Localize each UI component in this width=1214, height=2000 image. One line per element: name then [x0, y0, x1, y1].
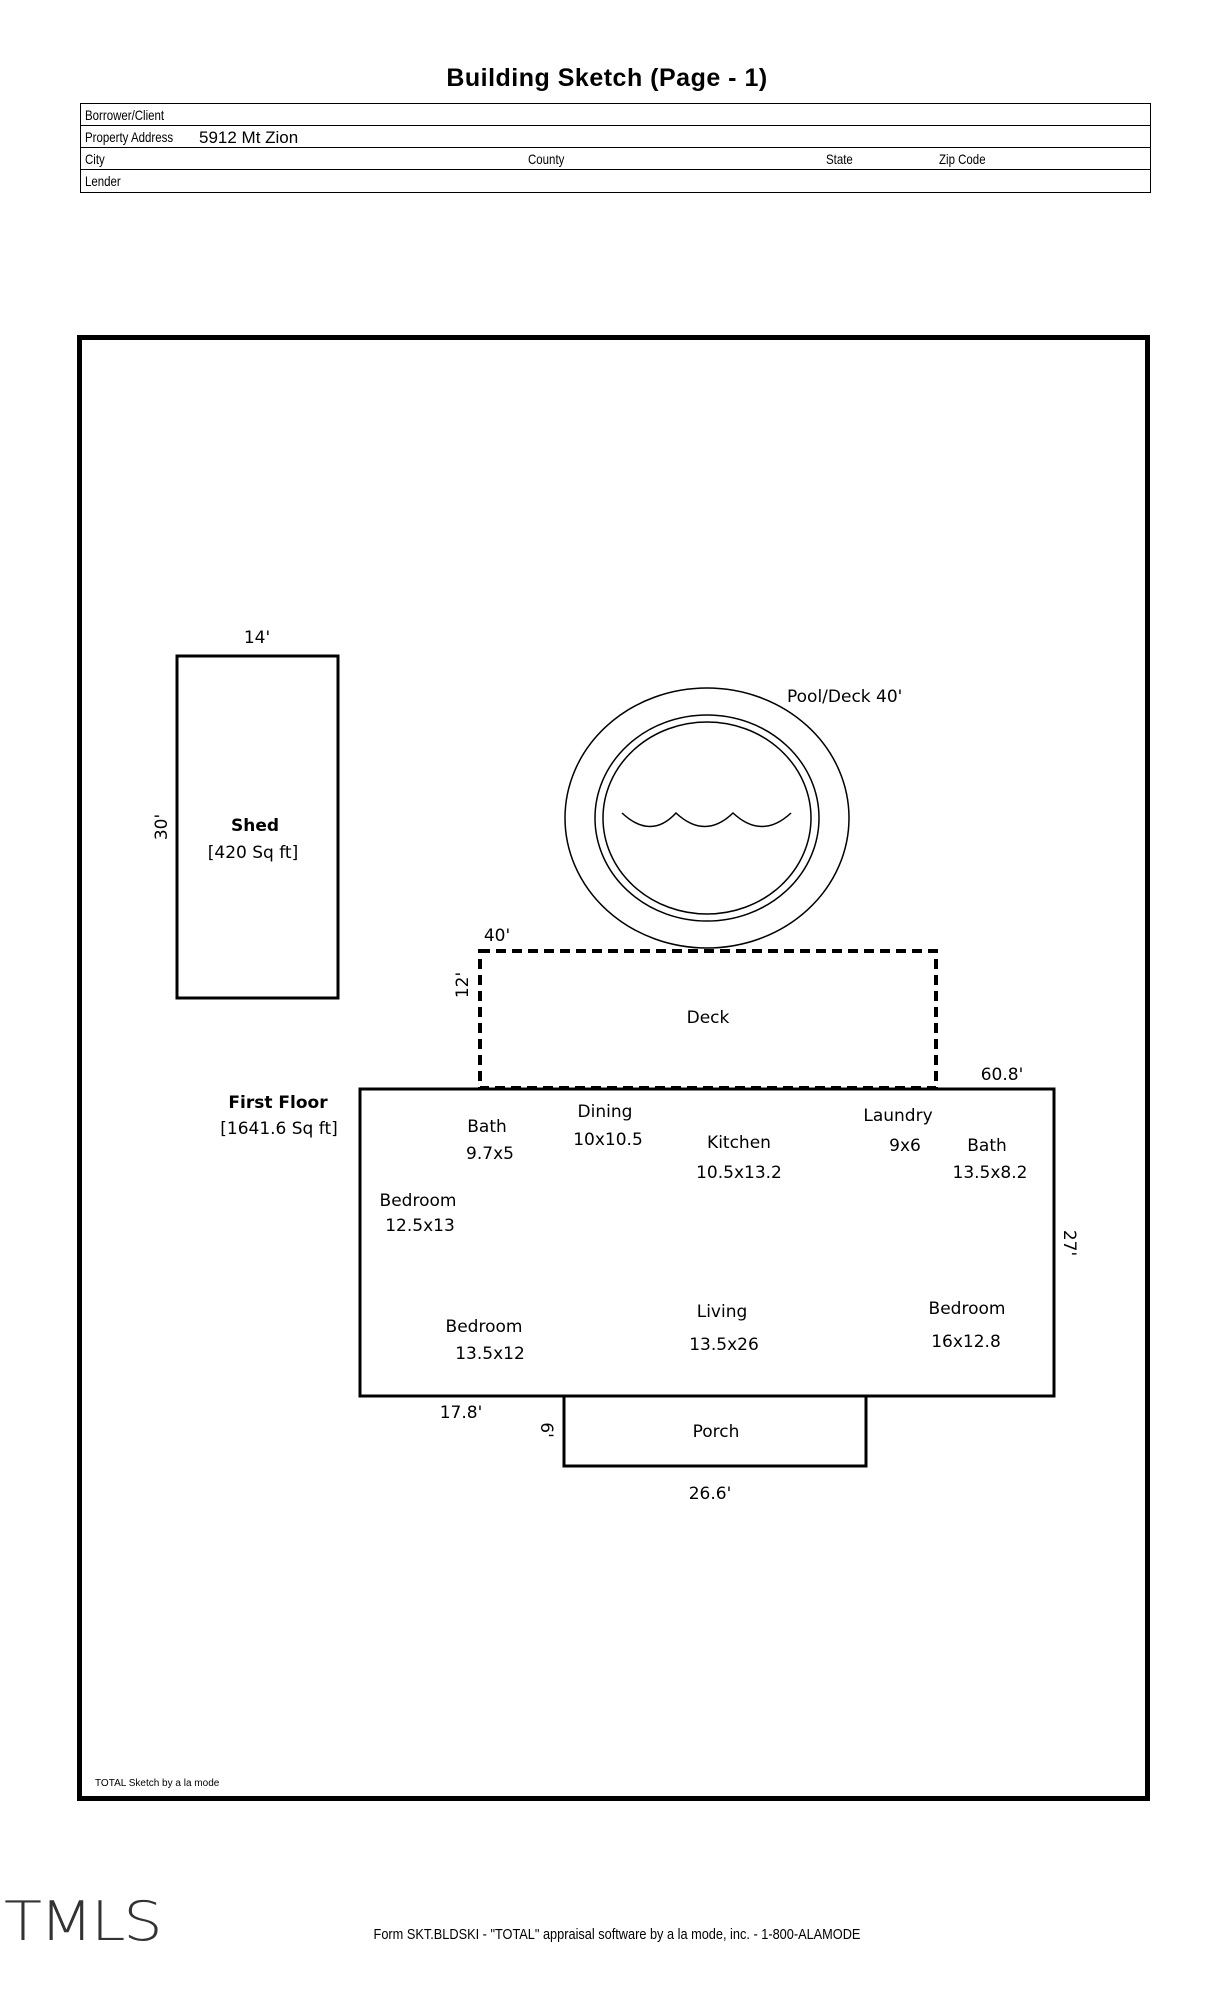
room-bath-2-name: Bath	[967, 1136, 1007, 1156]
room-bedroom-3-name: Bedroom	[929, 1299, 1006, 1319]
sketch-frame	[77, 335, 1150, 1801]
room-laundry-size: 9x6	[889, 1136, 921, 1156]
county-label: County	[528, 151, 565, 167]
property-address-label: Property Address	[85, 129, 174, 145]
porch-name: Porch	[693, 1422, 740, 1442]
form-footer: Form SKT.BLDSKI - "TOTAL" appraisal soft…	[373, 1926, 861, 1943]
deck-width-label: 40'	[484, 926, 510, 946]
first-floor-left-segment-label: 17.8'	[440, 1403, 483, 1423]
room-bedroom-1-name: Bedroom	[380, 1191, 457, 1211]
room-dining-size: 10x10.5	[573, 1130, 643, 1150]
pool-label: Pool/Deck 40'	[787, 687, 902, 707]
shed-area: [420 Sq ft]	[208, 843, 298, 863]
pool-middle-ring	[594, 714, 820, 922]
city-row: City County State Zip Code	[81, 148, 1150, 170]
lender-label: Lender	[85, 173, 121, 189]
sketch-credit: TOTAL Sketch by a la mode	[95, 1778, 220, 1789]
room-bedroom-3-size: 16x12.8	[931, 1332, 1001, 1352]
room-bath-2-size: 13.5x8.2	[953, 1163, 1028, 1183]
mls-watermark-logo: TMLS	[4, 1890, 163, 1953]
property-address-value: 5912 Mt Zion	[199, 128, 299, 147]
room-bath-1-name: Bath	[467, 1117, 507, 1137]
page-title: Building Sketch (Page - 1)	[446, 64, 768, 92]
first-floor-area: [1641.6 Sq ft]	[220, 1119, 338, 1139]
first-floor-height-label: 27'	[1059, 1230, 1079, 1256]
pool-outer-ring	[564, 687, 850, 949]
shed-height-label: 30'	[152, 814, 172, 840]
lender-row: Lender	[81, 170, 1150, 192]
first-floor-name: First Floor	[228, 1093, 328, 1113]
room-living-size: 13.5x26	[689, 1335, 759, 1355]
shed-width-label: 14'	[244, 628, 270, 648]
room-bath-1-size: 9.7x5	[466, 1144, 514, 1164]
property-address-row: Property Address 5912 Mt Zion	[81, 126, 1150, 148]
zip-code-label: Zip Code	[939, 151, 986, 167]
shed-outline	[175, 654, 340, 1000]
header-info-box: Borrower/Client Property Address 5912 Mt…	[80, 103, 1151, 193]
deck-height-label: 12'	[453, 972, 473, 998]
room-living-name: Living	[697, 1302, 748, 1322]
room-bedroom-2-name: Bedroom	[446, 1317, 523, 1337]
room-kitchen-size: 10.5x13.2	[696, 1163, 782, 1183]
room-dining-name: Dining	[578, 1102, 633, 1122]
deck-name: Deck	[687, 1008, 730, 1028]
porch-height-label: 6'	[536, 1422, 556, 1438]
state-label: State	[826, 151, 853, 167]
shed-name: Shed	[231, 816, 279, 836]
pool-inner-ring	[602, 721, 812, 915]
porch-outline	[562, 1394, 868, 1468]
room-bedroom-2-size: 13.5x12	[455, 1344, 525, 1364]
first-floor-width-label: 60.8'	[981, 1065, 1024, 1085]
borrower-row: Borrower/Client	[81, 104, 1150, 126]
room-laundry-name: Laundry	[863, 1106, 932, 1126]
room-kitchen-name: Kitchen	[707, 1133, 771, 1153]
city-label: City	[85, 151, 105, 167]
borrower-label: Borrower/Client	[85, 107, 165, 123]
room-bedroom-1-size: 12.5x13	[385, 1216, 455, 1236]
porch-width-label: 26.6'	[689, 1484, 732, 1504]
pool-water-waves	[621, 811, 792, 828]
